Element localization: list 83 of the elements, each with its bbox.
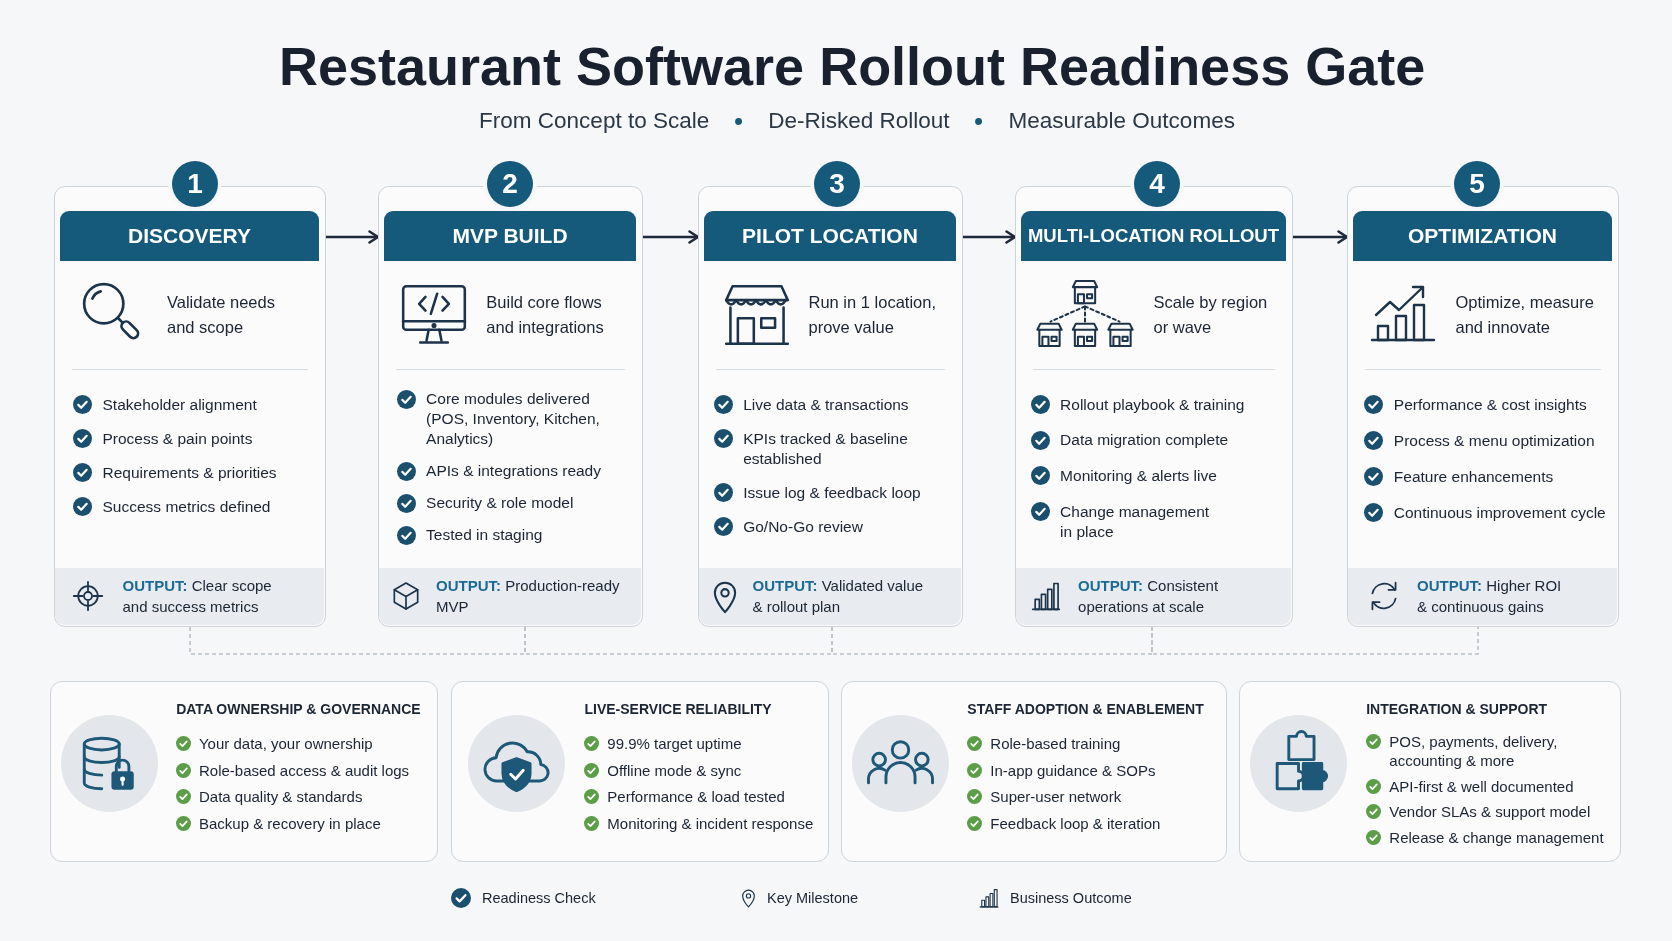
- checklist-item: Release & change management: [1389, 827, 1604, 847]
- info-panel: [1239, 680, 1621, 862]
- checklist-item: Change management in place: [1060, 501, 1211, 542]
- panel-heading: DATA OWNERSHIP & GOVERNANCE: [176, 699, 421, 718]
- checklist-item: Monitoring & incident response: [607, 814, 814, 834]
- checklist-item: Core modules delivered (POS, Inventory, Kitchen, Analytics): [426, 389, 601, 449]
- output-panel: [55, 567, 324, 625]
- checklist-item: Security & role model: [426, 493, 574, 513]
- checklist-item: Backup & recovery in place: [199, 814, 381, 834]
- checklist-item: Issue log & feedback loop: [743, 482, 921, 503]
- checklist-item: Data quality & standards: [199, 787, 363, 807]
- checklist-item: Continuous improvement cycle: [1393, 502, 1606, 523]
- checklist-item: Feedback loop & iteration: [990, 814, 1161, 834]
- checklist-item: Live data & transactions: [743, 394, 909, 415]
- stage-header: OPTIMIZATION: [1353, 210, 1612, 261]
- info-panel: [841, 680, 1227, 862]
- checklist-item: APIs & integrations ready: [426, 461, 601, 481]
- output-panel: [1016, 567, 1291, 625]
- checklist-item: Feature enhancements: [1393, 466, 1554, 487]
- panel-heading: INTEGRATION & SUPPORT: [1366, 699, 1548, 718]
- checklist-item: Super-user network: [990, 787, 1122, 807]
- checklist-item: Process & pain points: [102, 428, 253, 449]
- arrow: [643, 230, 700, 244]
- checklist-item: Success metrics defined: [102, 496, 271, 517]
- output-text: OUTPUT: Clear scope and success metrics: [122, 576, 273, 618]
- dashed-connector: [831, 626, 1153, 655]
- arrow: [1293, 230, 1349, 244]
- panel-heading: LIVE-SERVICE RELIABILITY: [584, 699, 772, 718]
- step-number: 4: [1134, 160, 1180, 207]
- output-panel: [379, 567, 641, 625]
- step-number: 5: [1454, 160, 1500, 207]
- checklist-item: Process & menu optimization: [1393, 430, 1595, 451]
- subtitle-text: From Concept to Scale: [479, 108, 710, 134]
- output-text: OUTPUT: Higher ROI & continuous gains: [1417, 576, 1563, 618]
- stage-header: MVP BUILD: [384, 210, 636, 261]
- checklist-item: Role-based access & audit logs: [199, 760, 410, 780]
- stage-description: Optimize, measure and innovate: [1455, 291, 1595, 338]
- legend-label: Business Outcome: [1010, 889, 1132, 907]
- arrow: [963, 230, 1017, 244]
- checklist-item: Rollout playbook & training: [1060, 394, 1245, 415]
- step-number: 3: [814, 160, 860, 207]
- checklist-item: Offline mode & sync: [607, 760, 742, 780]
- panel-heading: STAFF ADOPTION & ENABLEMENT: [967, 699, 1204, 718]
- dashed-connector: [189, 626, 526, 655]
- checklist-item: 99.9% target uptime: [607, 734, 742, 753]
- checklist-item: Vendor SLAs & support model: [1389, 802, 1591, 821]
- output-text: OUTPUT: Production-ready MVP: [436, 576, 621, 618]
- output-panel: [1348, 567, 1617, 625]
- checklist-item: Performance & cost insights: [1393, 394, 1587, 415]
- subtitle-text: De-Risked Rollout: [768, 108, 950, 134]
- stage-header: DISCOVERY: [60, 210, 319, 261]
- arrow: [326, 230, 380, 244]
- checklist-item: API-first & well documented: [1389, 776, 1574, 796]
- checklist-item: KPIs tracked & baseline established: [743, 428, 909, 469]
- output-text: OUTPUT: Validated value & rollout plan: [752, 576, 925, 618]
- step-number: 1: [172, 160, 218, 207]
- stage-header: PILOT LOCATION: [704, 210, 956, 261]
- checklist-item: Stakeholder alignment: [102, 394, 257, 415]
- checklist-item: Requirements & priorities: [102, 462, 277, 483]
- checklist-item: Tested in staging: [426, 525, 543, 545]
- info-panel: [50, 680, 438, 862]
- stage-description: Scale by region or wave: [1153, 291, 1269, 338]
- checklist-item: In-app guidance & SOPs: [990, 760, 1156, 780]
- output-panel: [699, 567, 961, 625]
- stage-header: MULTI-LOCATION ROLLOUT: [1021, 210, 1286, 261]
- checklist-item: Role-based training: [990, 734, 1121, 753]
- diagram-title: Restaurant Software Rollout Readiness Gate: [279, 36, 1426, 96]
- dashed-connector: [1151, 626, 1479, 655]
- stage-description: Validate needs and scope: [167, 291, 276, 338]
- output-text: OUTPUT: Consistent operations at scale: [1078, 576, 1220, 618]
- checklist-item: Performance & load tested: [607, 787, 785, 807]
- checklist-item: POS, payments, delivery, accounting & more: [1389, 732, 1559, 770]
- legend-label: Readiness Check: [482, 889, 596, 907]
- subtitle-text: Measurable Outcomes: [1008, 108, 1235, 134]
- stage-description: Run in 1 location, prove value: [808, 291, 937, 338]
- legend-label: Key Milestone: [767, 889, 859, 907]
- checklist-item: Go/No-Go review: [743, 516, 863, 537]
- info-panel: [451, 680, 829, 862]
- stage-description: Build core flows and integrations: [486, 291, 605, 338]
- checklist-item: Data migration complete: [1060, 430, 1229, 451]
- dashed-connector: [524, 626, 833, 655]
- checklist-item: Your data, your ownership: [199, 734, 373, 753]
- checklist-item: Monitoring & alerts live: [1060, 465, 1217, 486]
